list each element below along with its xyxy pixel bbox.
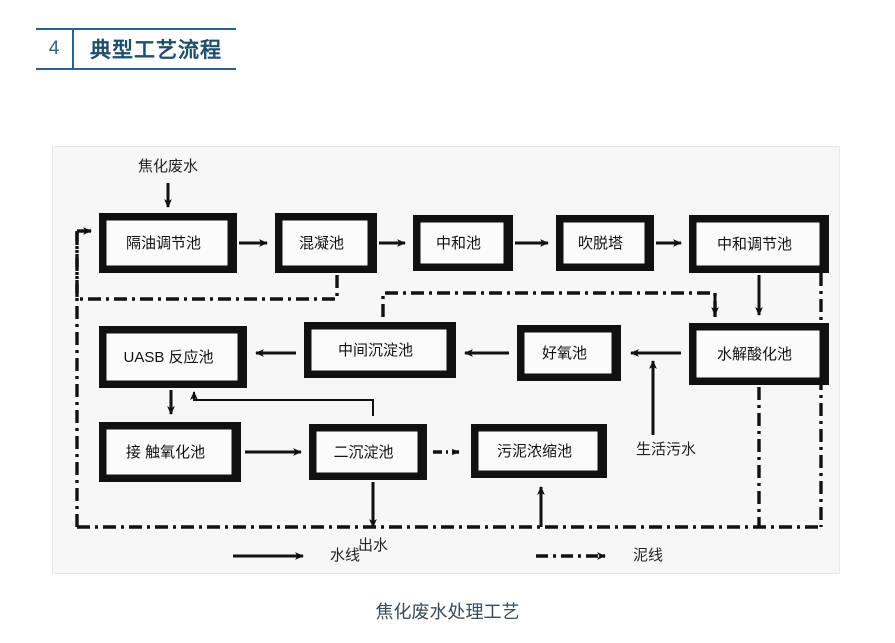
process-box-neutralization-regulation-tank[interactable]: 中和调节池	[689, 215, 829, 273]
process-box-label: UASB 反应池	[123, 348, 213, 366]
process-box-oil-separation-regulation-tank[interactable]: 隔油调节池	[99, 213, 237, 273]
process-box-intermediate-sedimentation-tank[interactable]: 中间沉淀池	[304, 322, 456, 378]
process-box-label: 中和池	[436, 235, 481, 252]
box-inner-face	[523, 331, 613, 375]
process-box-uasb-reactor[interactable]: UASB 反应池	[99, 326, 247, 388]
process-box-label: 吹脱塔	[578, 235, 623, 252]
process-box-sludge-thickening-tank[interactable]: 污泥浓缩池	[471, 424, 607, 478]
flow-diagram-svg: 隔油调节池 混凝池 中和池 吹脱塔 中和调节池 UASB 反应池 中间沉淀池 好氧池 水解酸化池…	[75, 158, 829, 564]
process-box-stripping-tower[interactable]: 吹脱塔	[556, 215, 654, 271]
edge-intermediate-sludge	[381, 291, 717, 317]
box-inner-face	[315, 430, 419, 474]
process-box-hydrolysis-acidification-tank[interactable]: 水解酸化池	[689, 323, 829, 385]
process-box-label: 接 触氧化池	[126, 444, 205, 461]
process-box-label: 隔油调节池	[126, 235, 201, 252]
box-inner-face	[477, 430, 599, 472]
section-header: 4 典型工艺流程	[36, 28, 236, 70]
sludge-line-connectors	[75, 227, 823, 529]
legend-water-label: 水线	[330, 547, 360, 564]
process-box-neutralization-tank[interactable]: 中和池	[413, 215, 513, 271]
box-inner-face	[562, 221, 646, 265]
edge-secondary-return-to-uasb	[190, 391, 374, 416]
box-inner-face	[695, 221, 821, 267]
box-inner-face	[310, 328, 448, 372]
box-inner-face	[105, 428, 233, 476]
process-box-label: 中和调节池	[717, 236, 792, 253]
process-box-secondary-sedimentation-tank[interactable]: 二沉淀池	[309, 424, 427, 480]
process-box-coagulation-tank[interactable]: 混凝池	[275, 213, 377, 273]
label-domestic-sewage: 生活污水	[636, 441, 696, 458]
diagram-legend: 水线 泥线	[233, 547, 663, 564]
figure-caption: 焦化废水处理工艺	[375, 602, 520, 622]
water-line-connectors	[164, 183, 763, 528]
box-inner-face	[281, 219, 369, 267]
page-title: 典型工艺流程	[74, 28, 236, 70]
process-flow-diagram: 隔油调节池 混凝池 中和池 吹脱塔 中和调节池 UASB 反应池 中间沉淀池 好氧池 水解酸化池…	[52, 146, 840, 574]
process-box-aerobic-tank[interactable]: 好氧池	[517, 325, 621, 381]
process-box-label: 污泥浓缩池	[497, 443, 572, 460]
box-inner-face	[419, 221, 505, 265]
label-outlet: 出水	[358, 537, 388, 554]
box-inner-face	[695, 329, 821, 379]
box-inner-face	[105, 219, 229, 267]
legend-sludge-label: 泥线	[633, 547, 663, 564]
process-box-label: 好氧池	[542, 345, 587, 362]
section-number: 4	[36, 28, 72, 70]
process-box-contact-oxidation-tank[interactable]: 接 触氧化池	[99, 422, 241, 482]
header-divider	[72, 28, 74, 70]
label-inlet: 焦化废水	[138, 158, 198, 175]
process-boxes: 隔油调节池 混凝池 中和池 吹脱塔 中和调节池 UASB 反应池 中间沉淀池 好氧池 水解酸化池…	[99, 213, 829, 482]
process-box-label: 水解酸化池	[717, 346, 792, 363]
process-box-label: 二沉淀池	[333, 444, 393, 461]
process-box-label: 混凝池	[299, 235, 344, 252]
process-box-label: 中间沉淀池	[338, 342, 413, 359]
box-inner-face	[105, 332, 239, 382]
